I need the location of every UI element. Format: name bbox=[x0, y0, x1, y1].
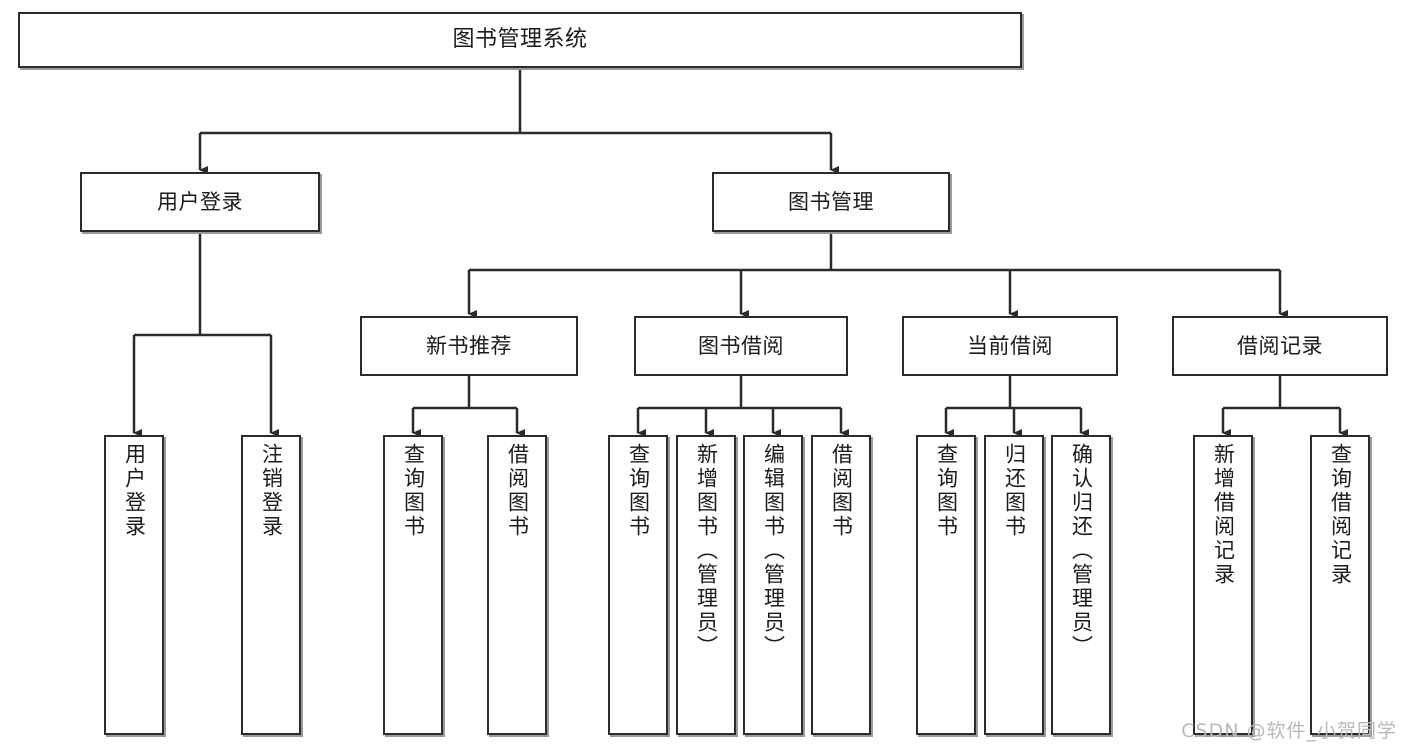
node-book-manage[interactable]: 图书管理 bbox=[712, 172, 950, 232]
node-label: 借阅记录 bbox=[1237, 333, 1323, 358]
connector-edges bbox=[132, 68, 1348, 437]
node-label: 图书借阅 bbox=[698, 333, 784, 358]
node-current-borrow[interactable]: 当前借阅 bbox=[902, 316, 1118, 376]
node-borrow-record[interactable]: 借阅记录 bbox=[1172, 316, 1388, 376]
node-label: 编辑图书（管理员） bbox=[761, 443, 786, 659]
node-leaf-edit-book[interactable]: 编辑图书（管理员） bbox=[743, 435, 803, 735]
node-label: 归还图书 bbox=[1002, 443, 1027, 539]
node-new-book-rec[interactable]: 新书推荐 bbox=[360, 316, 578, 376]
node-label: 确认归还（管理员） bbox=[1069, 443, 1094, 659]
node-leaf-query-book-3[interactable]: 查询图书 bbox=[916, 435, 976, 735]
node-leaf-user-login[interactable]: 用户登录 bbox=[104, 435, 164, 735]
node-label: 新增借阅记录 bbox=[1211, 443, 1236, 587]
node-label: 借阅图书 bbox=[505, 443, 530, 539]
node-label: 当前借阅 bbox=[967, 333, 1053, 358]
node-root[interactable]: 图书管理系统 bbox=[18, 12, 1022, 68]
node-leaf-query-book-2[interactable]: 查询图书 bbox=[608, 435, 668, 735]
node-label: 查询图书 bbox=[626, 443, 651, 539]
node-label: 用户登录 bbox=[157, 189, 243, 214]
node-label: 图书管理系统 bbox=[452, 27, 588, 53]
node-label: 新书推荐 bbox=[426, 333, 512, 358]
node-leaf-query-record[interactable]: 查询借阅记录 bbox=[1310, 435, 1370, 735]
node-leaf-query-book-1[interactable]: 查询图书 bbox=[383, 435, 443, 735]
node-label: 注销登录 bbox=[259, 443, 284, 539]
node-leaf-borrow-book-2[interactable]: 借阅图书 bbox=[811, 435, 871, 735]
node-label: 用户登录 bbox=[122, 443, 147, 539]
node-leaf-add-book[interactable]: 新增图书（管理员） bbox=[676, 435, 736, 735]
node-leaf-user-logout[interactable]: 注销登录 bbox=[241, 435, 301, 735]
node-label: 查询借阅记录 bbox=[1328, 443, 1353, 587]
node-label: 借阅图书 bbox=[829, 443, 854, 539]
node-book-borrow[interactable]: 图书借阅 bbox=[634, 316, 848, 376]
node-user-login[interactable]: 用户登录 bbox=[80, 172, 320, 232]
node-label: 图书管理 bbox=[788, 189, 874, 214]
node-label: 查询图书 bbox=[401, 443, 426, 539]
node-label: 新增图书（管理员） bbox=[694, 443, 719, 659]
node-leaf-borrow-book-1[interactable]: 借阅图书 bbox=[487, 435, 547, 735]
node-leaf-confirm-return[interactable]: 确认归还（管理员） bbox=[1051, 435, 1111, 735]
node-leaf-return-book[interactable]: 归还图书 bbox=[984, 435, 1044, 735]
node-leaf-add-record[interactable]: 新增借阅记录 bbox=[1193, 435, 1253, 735]
node-label: 查询图书 bbox=[934, 443, 959, 539]
